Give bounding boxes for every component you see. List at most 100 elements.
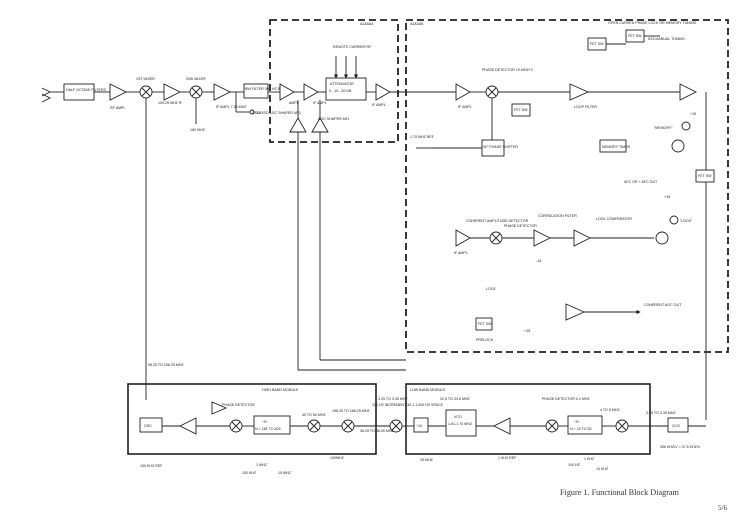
lo-range-2: 3.25 TO 3.35 MHZ [378,397,408,401]
loop-filter [569,83,590,101]
if2-amp-label: IF AMPL 7.35 MHZ [216,105,247,109]
module-a2 [269,19,399,143]
lb-4to-label: 4 TO 5 MHZ [600,408,620,412]
module-a3 [405,19,729,353]
phase-detector-top [485,85,499,99]
lock-transistor [655,231,669,245]
lb-phase-label: PHASE DETECTOR 0.2 MHZ [542,397,590,401]
a2-if-amplifier [375,83,391,101]
memory-timer [599,139,627,153]
lock-lamp [669,215,679,225]
lb-div-n2: N = 43 TO 53 [570,427,592,431]
hb-filter-amp [178,417,197,435]
hb-amp-top [211,401,228,415]
minus15-label: -15 [536,259,541,263]
j3-connector [249,109,255,115]
hb-ref-label: 100 KHZ REF [140,464,163,468]
module-high-band [127,383,377,455]
correlation-filter-label: CORRELATION FILTER [538,214,577,218]
lo-range-1: 58.25 TO 108.25 MHZ [148,363,184,367]
agc-line-label: AFC OR + AFC OUT [624,180,658,184]
bandwidth-filter [243,83,269,99]
agc-amplifier [565,303,586,321]
plus15-b: +15 [664,195,670,199]
mixer-3625 [389,419,403,433]
lb-10khz: 10 KHZ [596,467,609,471]
attenuator-label: ATTENUATOR [330,82,354,86]
rf-amp-label: RF AMPL [110,106,125,110]
module-low-band [405,383,651,455]
antenna-input [41,87,64,103]
mhz-196-label: 196.25 TO 186.25 MHZ [332,409,370,413]
agc-shaper-label: AGC SHAPER AR1 [318,117,349,121]
j3-label: J3 [256,111,260,115]
a3-if-amp-label: IF AMPL [458,105,472,109]
divide-by-10 [413,417,429,433]
hb-div-n: ÷N [262,420,267,424]
bw-filter-label: BW FILTER 500 HZ BW [245,87,284,91]
a3-if-amplifier [455,83,471,101]
half-octave-filters [63,83,95,101]
lb-amp [492,417,511,435]
oscillator [139,417,163,433]
fet-switch-4 [695,169,715,183]
delayed-agc-shaper [289,117,307,133]
phase-shifter-label: 90° PHASE SHIFTER [483,145,518,149]
low-band-vco [445,409,477,437]
module-a3-label: A3A3A6 [410,22,423,26]
lb-vco-label: VCO [454,415,462,419]
first-mixer [139,85,153,99]
lb-divide-n [567,415,603,435]
phase-detector-top-label: PHASE DETECTOR 10 MHZ+2 [482,68,533,72]
if-amplifier-1 [163,83,182,101]
module-high-band-label: HIGH BAND MODULE [262,388,299,392]
mhz-100-label: 100MHZ [330,456,345,460]
prelock-label: PRELOCK [476,338,494,342]
increment-label: 100 HZ INCREMENT 39.1-1.000 HZ SPACE [372,403,444,407]
lock-label: LOCK [486,287,496,291]
second-mixer-label: 2ND MIXER [186,77,206,81]
a2-if-amp-label: IF AMPL [372,103,386,107]
if-amplifier-2 [213,83,232,101]
if-amplifier-small [455,229,471,247]
fet-sw1-label: FET SW [590,42,604,46]
coherent-amp-label: COHERENT AMPLITUDE DETECTOR [466,219,529,223]
div10-label: ÷10 [416,424,422,428]
lb-out-label: 3.25 TO 3.35 MHZ [646,411,676,415]
phase-det-hb-label: PHASE DETECTOR [222,403,255,407]
mhz-3625-label: 36.25 TO 86.00 MHZ [360,429,394,433]
manual-tuning-label: K23 MANUAL TUNING [648,37,685,41]
fet-switch-3 [511,103,531,117]
hb-div-n2: N = 181 TO 409 [255,427,281,431]
correlation-filter [533,229,552,247]
a2-ampl1-label: AMPL [289,101,299,105]
phase-detector2-label: PHASE DETECTOR [504,224,537,228]
module-low-band-label: LOW BAND MODULE [410,388,446,392]
lb-vco-freq: 1.61-1.70 MHZ [448,422,473,426]
lb-div-n: ÷N [574,420,579,424]
memory-transistor [671,139,685,153]
lb-ref-label: 1 KHZ REF [498,456,517,460]
plus15-c: +15 [524,329,530,333]
figure-caption: Figure 1. Functional Block Diagram [560,488,680,497]
memory-lamp [681,121,691,131]
attenuator-remote-label: REMOTE CARRIER RF [333,45,372,49]
lock-comparator-label: LOCK COMPARATOR [596,217,632,221]
fet-sw4-label: FET SW [698,174,712,178]
lb-1khz: 1 KHZ [584,457,595,461]
open-loop-label: OPEN CURVED PHASE LOCK OR MEMORY TUNING [608,21,697,25]
half-octave-label: HALF OCTAVE FILTERS [66,88,107,92]
second-mixer [189,85,203,99]
fet-sw5-label: FET SW [478,322,492,326]
fet-switch-5 [475,317,493,331]
fet-sw2-label: FET SW [628,34,642,38]
lock-lamp-label: "LOCK" [680,219,693,223]
lb-mixer [615,419,629,433]
xtal-160-label: 160 MHZ [190,128,206,132]
coherent-amplitude-detector [489,231,503,245]
lb-phase-detector [545,419,559,433]
hb-mixer [307,419,321,433]
first-mixer-label: 1ST MIXER [136,77,155,81]
main-vco [667,417,689,433]
lock-comparator [573,229,592,247]
